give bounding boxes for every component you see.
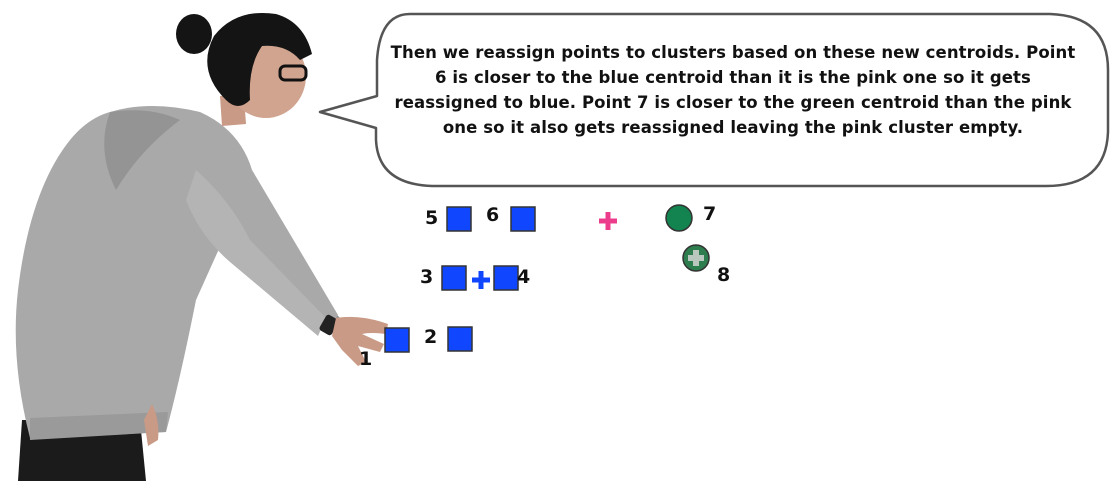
centroid-blue [472, 271, 490, 289]
person-figure [16, 13, 388, 481]
data-point-7 [666, 205, 692, 231]
point-label-4: 4 [517, 266, 530, 288]
person-hoodie [16, 106, 338, 438]
centroid-green [683, 245, 709, 271]
point-label-2: 2 [424, 326, 437, 348]
data-point-2 [448, 327, 472, 351]
point-label-1: 1 [359, 348, 372, 370]
point-label-8: 8 [717, 264, 730, 286]
point-label-3: 3 [420, 266, 433, 288]
point-label-7: 7 [703, 203, 716, 225]
data-point-5 [447, 207, 471, 231]
centroid-pink [599, 212, 617, 230]
point-label-6: 6 [486, 204, 499, 226]
speech-bubble-text: Then we reassign points to clusters base… [388, 40, 1078, 140]
data-point-3 [442, 266, 466, 290]
person-hair-bun [176, 14, 212, 54]
point-label-5: 5 [425, 207, 438, 229]
data-point-6 [511, 207, 535, 231]
data-point-1 [385, 328, 409, 352]
data-point-4 [494, 266, 518, 290]
